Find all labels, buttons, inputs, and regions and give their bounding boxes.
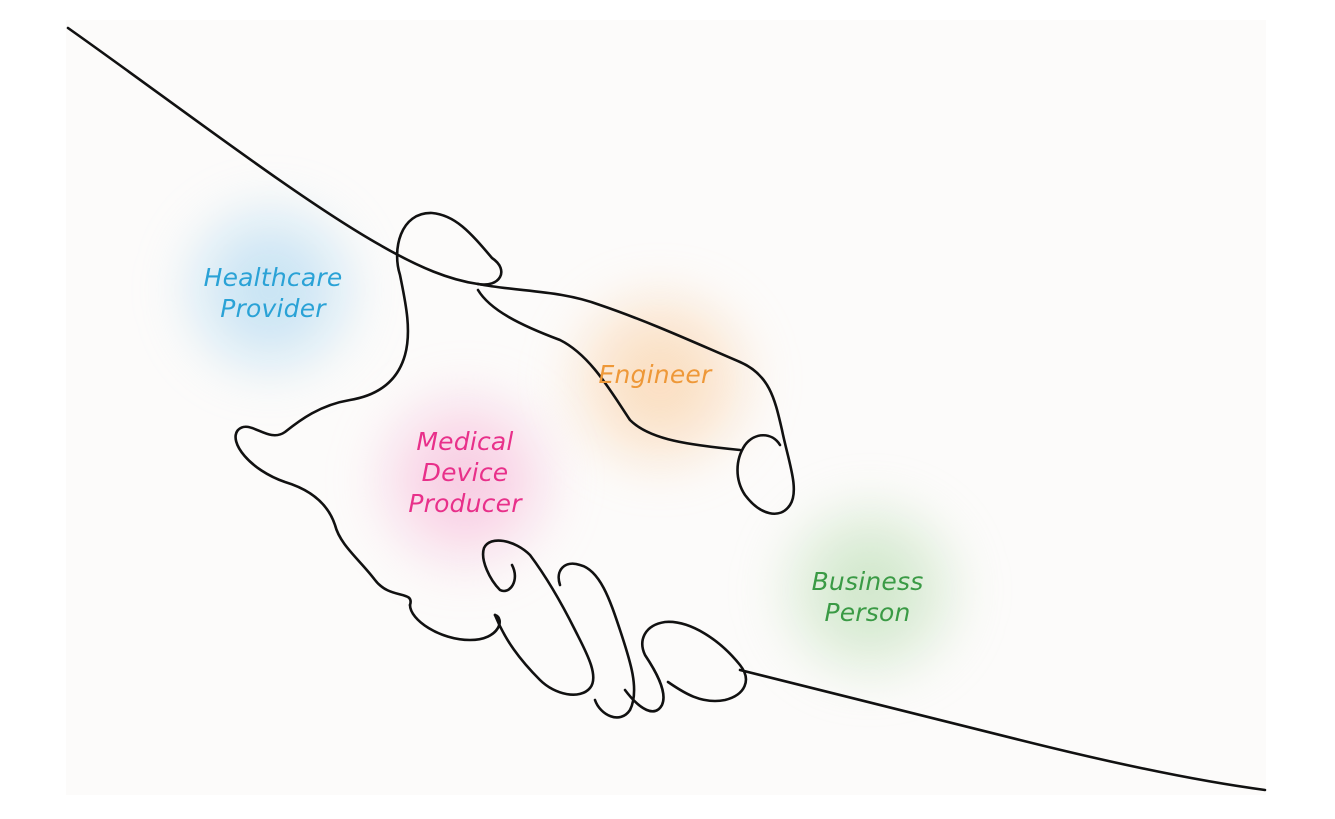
lower-finger-1 [481, 539, 595, 696]
lower-arm-line [738, 668, 1267, 792]
healthcare-provider-line-1: Healthcare [203, 263, 343, 292]
lower-finger-3 [623, 620, 748, 713]
engineer-glow [555, 285, 765, 475]
medical-device-producer-glow [365, 380, 565, 580]
healthcare-provider-line-2: Provider [220, 294, 326, 323]
business-person-label: Business Person [790, 566, 945, 628]
lower-finger-2 [557, 562, 636, 719]
upper-arm-line [66, 26, 480, 286]
upper-hand-palm [476, 288, 742, 452]
business-person-line-1: Business [811, 567, 924, 596]
medical-device-producer-line-2: Device [421, 458, 509, 487]
business-person-line-2: Person [824, 598, 911, 627]
healthcare-provider-label: Healthcare Provider [183, 262, 363, 324]
medical-device-producer-label: Medical Device Producer [380, 426, 550, 519]
upper-hand-top [476, 282, 796, 515]
engineer-label: Engineer [580, 359, 730, 390]
business-person-glow [765, 495, 975, 685]
upper-hand-thumb [234, 211, 503, 607]
medical-device-producer-line-3: Producer [408, 489, 522, 518]
engineer-line-1: Engineer [598, 360, 712, 389]
lower-knuckle-line [408, 603, 501, 642]
medical-device-producer-line-1: Medical [416, 427, 514, 456]
healthcare-provider-glow [170, 195, 370, 385]
